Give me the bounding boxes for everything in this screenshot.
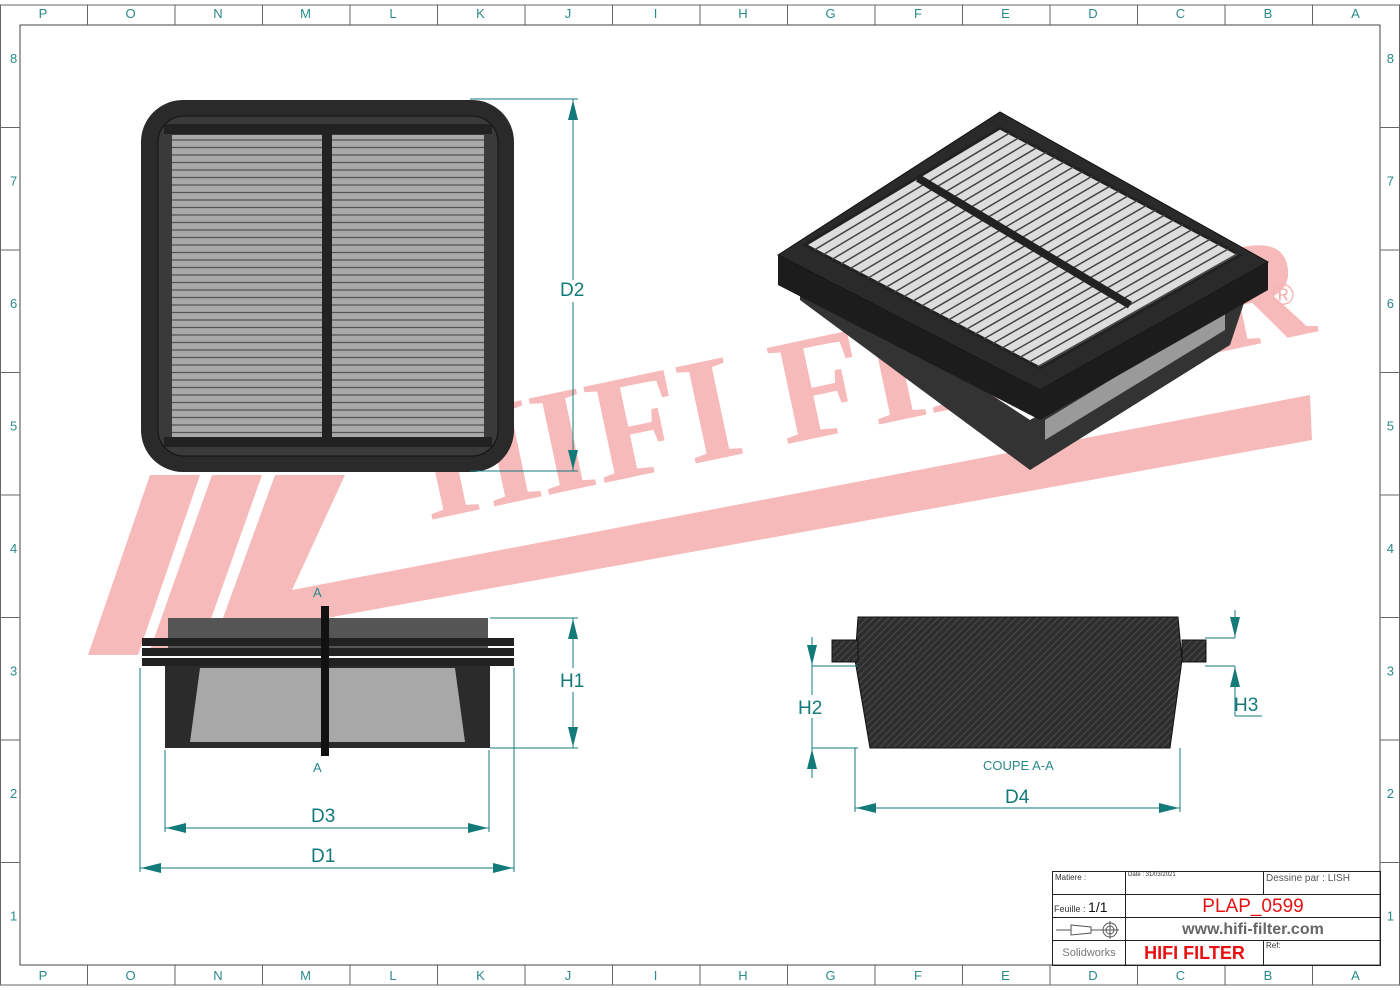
row-label: 8 bbox=[1387, 51, 1394, 66]
software-label: Solidworks bbox=[1053, 941, 1126, 965]
ref-label: Ref: bbox=[1266, 941, 1281, 950]
website-link[interactable]: www.hifi-filter.com bbox=[1126, 918, 1380, 941]
label-h1: H1 bbox=[560, 671, 584, 692]
label-h2: H2 bbox=[798, 698, 822, 719]
row-label: 5 bbox=[10, 419, 17, 434]
row-label: 1 bbox=[10, 909, 17, 924]
row-label: 1 bbox=[1387, 909, 1394, 924]
column-label: I bbox=[654, 6, 658, 21]
column-label: J bbox=[565, 968, 572, 983]
label-d3: D3 bbox=[311, 806, 335, 827]
part-number: PLAP_0599 bbox=[1126, 895, 1380, 918]
column-label: F bbox=[914, 6, 922, 21]
column-label: K bbox=[476, 968, 485, 983]
row-label: 6 bbox=[10, 296, 17, 311]
column-label: A bbox=[1351, 6, 1360, 21]
column-label: D bbox=[1088, 968, 1097, 983]
row-label: 6 bbox=[1387, 296, 1394, 311]
row-label: 4 bbox=[1387, 541, 1394, 556]
sheet-value: 1/1 bbox=[1088, 899, 1108, 915]
drawn-by: Dessine par : LISH bbox=[1264, 872, 1380, 895]
label-d2: D2 bbox=[560, 280, 584, 301]
date-label: Date : 31/03/2021 bbox=[1126, 872, 1264, 895]
dimension-h3 bbox=[1205, 610, 1262, 717]
dimension-d2 bbox=[470, 98, 578, 472]
dimension-h1 bbox=[490, 617, 578, 749]
column-label: B bbox=[1264, 6, 1273, 21]
row-label: 7 bbox=[10, 174, 17, 189]
dimension-h2 bbox=[807, 637, 858, 778]
column-label: P bbox=[39, 6, 48, 21]
column-label: B bbox=[1264, 968, 1273, 983]
sheet-label: Feuille : bbox=[1054, 904, 1086, 914]
column-label: G bbox=[825, 968, 835, 983]
label-d1: D1 bbox=[311, 846, 335, 867]
column-label: C bbox=[1176, 6, 1185, 21]
column-label: N bbox=[213, 968, 222, 983]
sheet-cell: Feuille : 1/1 bbox=[1053, 895, 1126, 918]
label-h3: H3 bbox=[1234, 695, 1258, 716]
projection-symbol-icon bbox=[1053, 918, 1126, 941]
label-d4: D4 bbox=[1005, 787, 1030, 808]
column-label: I bbox=[654, 968, 658, 983]
column-label: L bbox=[389, 968, 396, 983]
column-label: C bbox=[1176, 968, 1185, 983]
column-label: M bbox=[300, 968, 311, 983]
dimension-d4 bbox=[854, 748, 1181, 813]
row-label: 4 bbox=[10, 541, 17, 556]
row-label: 2 bbox=[10, 786, 17, 801]
column-label: H bbox=[738, 968, 747, 983]
column-label: E bbox=[1001, 968, 1010, 983]
top-view bbox=[141, 100, 514, 472]
column-label: D bbox=[1088, 6, 1097, 21]
row-label: 5 bbox=[1387, 419, 1394, 434]
column-label: G bbox=[825, 6, 835, 21]
side-view bbox=[142, 606, 514, 756]
row-label: 3 bbox=[10, 664, 17, 679]
column-label: A bbox=[1351, 968, 1360, 983]
section-marker-top: A bbox=[313, 585, 322, 600]
dimension-d3 bbox=[164, 750, 490, 833]
column-label: N bbox=[213, 6, 222, 21]
column-label: O bbox=[125, 968, 135, 983]
section-label: COUPE A-A bbox=[983, 758, 1054, 773]
column-label: J bbox=[565, 6, 572, 21]
row-label: 2 bbox=[1387, 786, 1394, 801]
column-label: O bbox=[125, 6, 135, 21]
column-label: L bbox=[389, 6, 396, 21]
isometric-view bbox=[777, 111, 1270, 470]
dimension-d1 bbox=[139, 668, 515, 873]
column-label: H bbox=[738, 6, 747, 21]
column-label: F bbox=[914, 968, 922, 983]
grid-labels: P P O O N N M M L L K K J J I I H H G G F F E E D D C C B B A A 8 8 7 7 6 6 5 5… bbox=[0, 5, 1400, 985]
column-label: P bbox=[39, 968, 48, 983]
title-block: Matiere : Date : 31/03/2021 Dessine par … bbox=[1052, 871, 1381, 966]
column-label: K bbox=[476, 6, 485, 21]
material-label: Matiere : bbox=[1053, 872, 1126, 895]
section-marker-bottom: A bbox=[313, 760, 322, 775]
brand-label: HIFI FILTER bbox=[1126, 941, 1264, 965]
column-label: E bbox=[1001, 6, 1010, 21]
row-label: 7 bbox=[1387, 174, 1394, 189]
section-view bbox=[831, 616, 1207, 749]
row-label: 3 bbox=[1387, 664, 1394, 679]
row-label: 8 bbox=[10, 51, 17, 66]
registered-mark: ® bbox=[1272, 279, 1294, 312]
column-label: M bbox=[300, 6, 311, 21]
